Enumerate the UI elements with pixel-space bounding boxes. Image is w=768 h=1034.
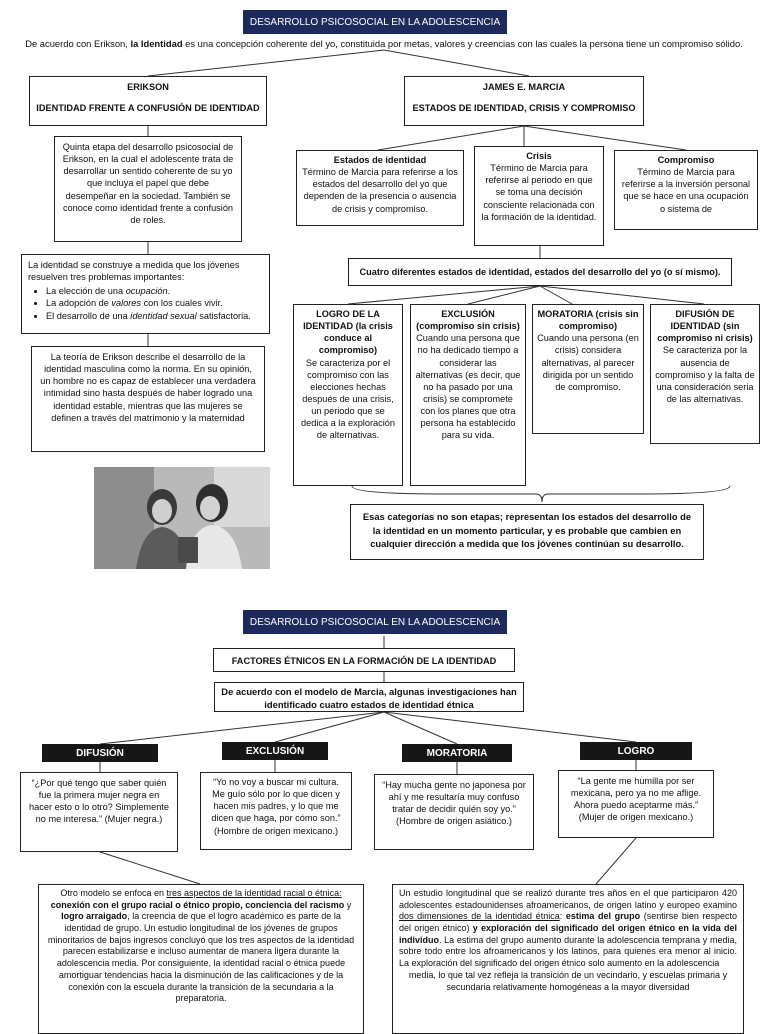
crisis-desc: Término de Marcia para referirse al peri… — [481, 163, 597, 222]
problems-list: La elección de una ocupación. La adopció… — [28, 285, 263, 321]
problem-item: La adopción de valores con los cuales vi… — [46, 297, 263, 309]
intro-pre: De acuerdo con Erikson, — [25, 38, 131, 49]
compromiso-desc: Término de Marcia para referirse a la in… — [621, 167, 751, 214]
estados-desc: Término de Marcia para referirse a los e… — [302, 167, 458, 214]
difusion-desc: Se caracteriza por la ausencia de compro… — [655, 345, 755, 404]
intro-bold: la Identidad — [130, 38, 183, 49]
erikson-subtitle: IDENTIDAD FRENTE A CONFUSIÓN DE IDENTIDA… — [36, 103, 260, 114]
racial-identity-model: Otro modelo se enfoca en tres aspectos d… — [38, 884, 364, 1034]
marcia-model-box: De acuerdo con el modelo de Marcia, algu… — [214, 682, 524, 712]
erikson-box: ERIKSON IDENTIDAD FRENTE A CONFUSIÓN DE … — [29, 76, 267, 126]
problem-item: La elección de una ocupación. — [46, 285, 263, 297]
erikson-theory: La teoría de Erikson describe el desarro… — [31, 346, 265, 452]
erikson-name: ERIKSON — [127, 82, 169, 92]
exclusion-box: EXCLUSIÓN (compromiso sin crisis) Cuando… — [410, 304, 526, 486]
four-states-box: Cuatro diferentes estados de identidad, … — [348, 258, 732, 286]
identity-definition: De acuerdo con Erikson, la Identidad es … — [4, 38, 764, 49]
ethnic-longitudinal-study: Un estudio longitudinal que se realizó d… — [392, 884, 744, 1034]
erikson-problems: La identidad se construye a medida que l… — [21, 254, 270, 334]
logro-title: LOGRO DE LA IDENTIDAD (la crisis conduce… — [303, 309, 393, 356]
estados-title: Estados de identidad — [333, 155, 427, 165]
ethnic-label-exclusion: EXCLUSIÓN — [222, 742, 328, 760]
marcia-subtitle: ESTADOS DE IDENTIDAD, CRISIS Y COMPROMIS… — [412, 103, 636, 114]
ethnic-label-difusion: DIFUSIÓN — [42, 744, 158, 762]
exclusion-title: EXCLUSIÓN (compromiso sin crisis) — [416, 309, 520, 332]
ethnic-label-logro: LOGRO — [580, 742, 692, 760]
section2-title: DESARROLLO PSICOSOCIAL EN LA ADOLESCENCI… — [243, 610, 507, 634]
problem-item: El desarrollo de una identidad sexual sa… — [46, 310, 263, 322]
quote-difusion: “¿Por qué tengo que saber quién fue la p… — [20, 772, 178, 852]
moratoria-box: MORATORIA (crisis sin compromiso) Cuando… — [532, 304, 644, 434]
compromiso-title: Compromiso — [657, 155, 715, 165]
logro-desc: Se caracteriza por el compromiso con las… — [301, 357, 395, 441]
estados-box: Estados de identidad Término de Marcia p… — [296, 150, 464, 226]
intro-post: es una concepción coherente del yo, cons… — [182, 38, 743, 49]
erikson-stage-desc: Quinta etapa del desarrollo psicosocial … — [54, 136, 242, 242]
exclusion-desc: Cuando una persona que no ha dedicado ti… — [415, 333, 521, 441]
marcia-box: JAMES E. MARCIA ESTADOS DE IDENTIDAD, CR… — [404, 76, 644, 126]
study-continuation: media, lo que tal vez refleja la transic… — [408, 969, 728, 992]
moratoria-desc: Cuando una persona (en crisis) considera… — [537, 333, 639, 392]
quote-moratoria: “Hay mucha gente no japonesa por ahí y m… — [374, 774, 534, 850]
quote-exclusion: “Yo no voy a buscar mi cultura. Me guío … — [200, 772, 352, 850]
students-illustration — [94, 467, 270, 569]
difusion-box: DIFUSIÓN DE IDENTIDAD (sin compromiso ni… — [650, 304, 760, 444]
section1-title: DESARROLLO PSICOSOCIAL EN LA ADOLESCENCI… — [243, 10, 507, 34]
difusion-title: DIFUSIÓN DE IDENTIDAD (sin compromiso ni… — [657, 309, 753, 344]
factores-box: FACTORES ÉTNICOS EN LA FORMACIÓN DE LA I… — [213, 648, 515, 672]
compromiso-box: Compromiso Término de Marcia para referi… — [614, 150, 758, 230]
crisis-box: Crisis Término de Marcia para referirse … — [474, 146, 604, 246]
ethnic-label-moratoria: MORATORIA — [402, 744, 512, 762]
quote-logro: “La gente me humilla por ser mexicana, p… — [558, 770, 714, 838]
students-photo — [94, 467, 270, 569]
crisis-title: Crisis — [526, 151, 552, 161]
marcia-name: JAMES E. MARCIA — [482, 82, 566, 92]
moratoria-title: MORATORIA (crisis sin compromiso) — [537, 309, 639, 332]
categories-note: Esas categorías no son etapas; represent… — [350, 504, 704, 560]
logro-box: LOGRO DE LA IDENTIDAD (la crisis conduce… — [293, 304, 403, 486]
problems-intro: La identidad se construye a medida que l… — [28, 260, 240, 283]
